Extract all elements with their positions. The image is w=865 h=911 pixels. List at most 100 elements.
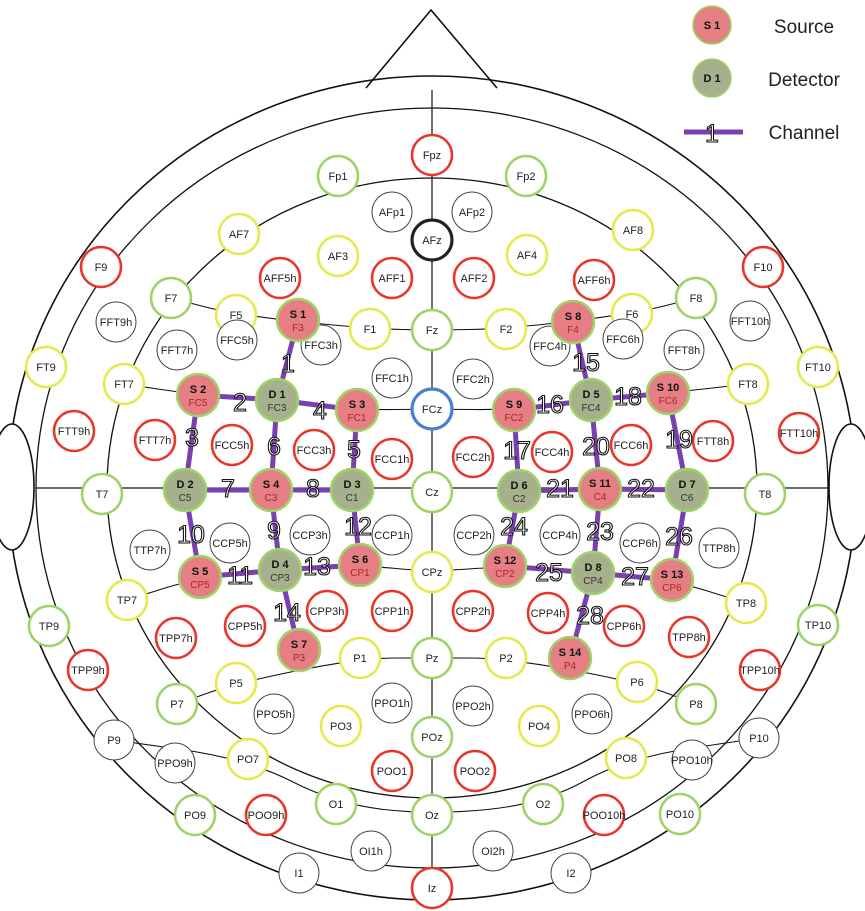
electrode-ring	[154, 616, 198, 660]
electrode-label: CCP6h	[622, 538, 657, 550]
optode-name: S 4	[263, 479, 280, 491]
electrode-tpp9h: TPP9h	[66, 648, 110, 692]
electrode-ring	[410, 793, 454, 837]
electrode-ring	[410, 387, 454, 431]
electrode-ring	[724, 581, 768, 625]
electrode-f9: F9	[79, 245, 123, 289]
electrode-po3: PO3	[319, 704, 363, 748]
electrode-label: I1	[294, 868, 303, 880]
channel-label-21: 21	[546, 475, 574, 503]
channel-label-25: 25	[535, 559, 563, 587]
optode-d2: D 2C5	[162, 467, 208, 513]
channel-label-23: 23	[586, 518, 614, 546]
electrode-ring	[319, 704, 363, 748]
electrode-fft10h: FFT10h	[729, 300, 771, 342]
electrode-ring	[410, 636, 454, 680]
source-marker	[177, 554, 223, 600]
electrode-label: TP9	[39, 621, 59, 633]
electrode-ring	[550, 852, 592, 894]
electrode-ring	[370, 437, 414, 481]
electrode-label: F1	[364, 324, 377, 336]
electrode-label: PPO10h	[671, 755, 713, 767]
optode-site: FC5	[189, 398, 208, 409]
optode-name: S 7	[291, 639, 308, 651]
legend-source-code: S 1	[704, 20, 721, 32]
electrode-ring	[729, 300, 771, 342]
electrode-label: CCP2h	[456, 530, 491, 542]
electrode-label: TPP10h	[740, 665, 780, 677]
electrode-ring	[602, 604, 646, 648]
optode-site: FC2	[505, 413, 524, 424]
electrode-ring	[674, 682, 718, 726]
electrode-f8: F8	[674, 276, 718, 320]
detector-marker	[254, 377, 300, 423]
source-marker	[649, 557, 695, 603]
electrode-oi2h: OI2h	[472, 830, 514, 872]
electrode-ffc2h: FFC2h	[452, 358, 494, 400]
electrode-ring	[216, 319, 258, 361]
electrode-ring	[66, 648, 110, 692]
electrode-ring	[452, 685, 494, 727]
electrode-label: OI2h	[481, 846, 505, 858]
electrode-label: PPO1h	[374, 698, 409, 710]
electrode-afz: AFz	[410, 218, 454, 262]
electrode-tp10: TP10	[796, 603, 840, 647]
electrode-label: AF7	[229, 229, 249, 241]
electrode-cpp3h: CPP3h	[305, 589, 349, 633]
source-marker	[337, 542, 383, 588]
optode-name: D 1	[268, 389, 285, 401]
electrode-cpz: CPz	[410, 550, 454, 594]
legend-channel-code: 1	[705, 120, 719, 148]
channel-label-15: 15	[572, 349, 600, 377]
electrode-ring	[667, 615, 711, 659]
electrode-label: P1	[353, 653, 366, 665]
electrode-label: Fp2	[517, 171, 536, 183]
optode-d3: D 3C1	[329, 467, 375, 513]
electrode-label: F2	[500, 324, 513, 336]
electrode-label: FFC3h	[304, 340, 338, 352]
optode-name: S 1	[290, 309, 307, 321]
electrode-label: PO8	[615, 753, 637, 765]
optode-site: CP4	[583, 576, 603, 587]
electrode-label: O2	[536, 799, 551, 811]
electrode-ppo5h: PPO5h	[253, 693, 295, 735]
electrode-t8: T8	[743, 472, 787, 516]
electrode-ring	[738, 717, 780, 759]
electrode-poo9h: POO9h	[244, 793, 288, 837]
electrode-ring	[453, 749, 497, 793]
optode-site: CP3	[270, 573, 290, 584]
electrode-fft9h: FFT9h	[95, 301, 137, 343]
electrode-afp2: AFp2	[451, 191, 493, 233]
electrode-ft10: FT10	[796, 345, 840, 389]
electrode-fcc2h: FCC2h	[451, 435, 495, 479]
optode-name: S 2	[190, 384, 207, 396]
electrode-iz: Iz	[410, 866, 454, 910]
electrode-ring	[253, 693, 295, 735]
electrode-label: P7	[170, 699, 183, 711]
optode-site: CP5	[190, 580, 210, 591]
legend-channel-label: Channel	[769, 123, 840, 144]
electrode-cpp5h: CPP5h	[223, 604, 267, 648]
electrode-ring	[691, 419, 735, 463]
optode-name: D 5	[582, 389, 599, 401]
electrode-ring	[582, 793, 626, 837]
electrode-ring	[796, 603, 840, 647]
electrode-ring	[484, 307, 528, 351]
electrode-label: TTP8h	[702, 543, 735, 555]
optode-site: F3	[292, 323, 304, 334]
electrode-label: AFz	[422, 235, 442, 247]
electrode-label: POO9h	[248, 810, 285, 822]
electrode-tp9: TP9	[27, 604, 71, 648]
electrode-label: FCC6h	[614, 440, 649, 452]
electrode-ring	[611, 208, 655, 252]
electrode-label: FFC5h	[220, 335, 254, 347]
channel-label-17: 17	[503, 437, 531, 465]
electrode-ring	[738, 648, 782, 692]
electrode-label: P6	[630, 677, 643, 689]
electrode-label: PO10	[666, 809, 694, 821]
electrode-label: CPP2h	[456, 606, 491, 618]
